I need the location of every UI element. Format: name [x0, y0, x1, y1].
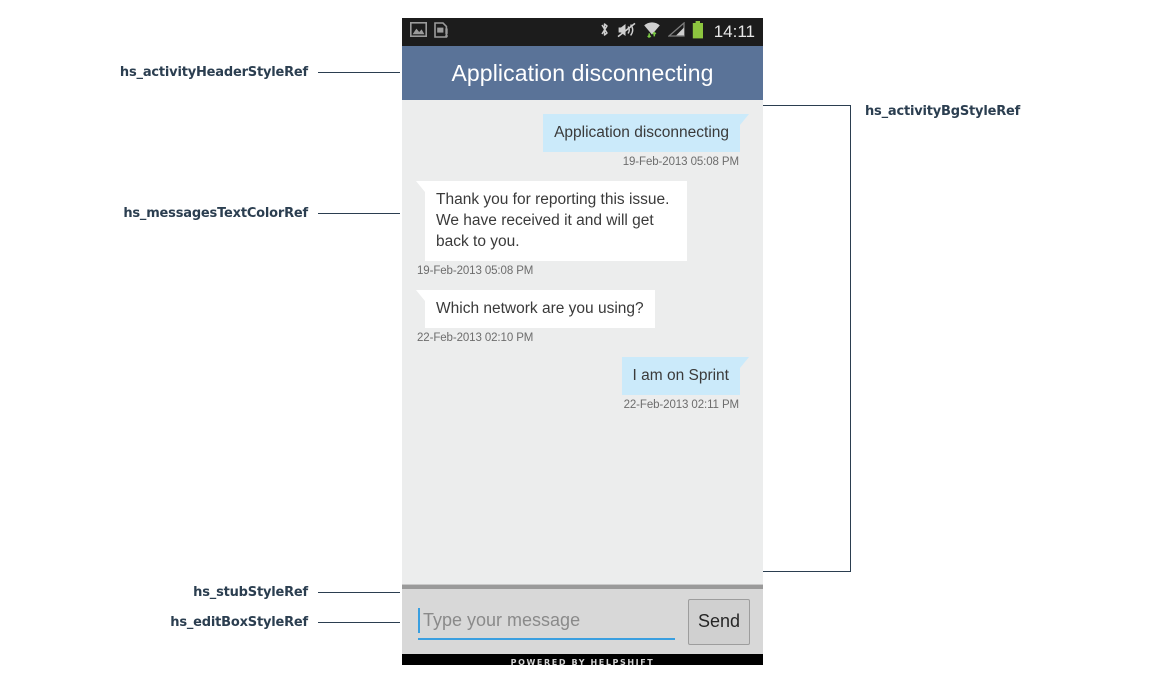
cell-signal-icon — [666, 21, 685, 42]
compose-bar: Type your message Send — [402, 589, 763, 654]
message-row-outgoing: I am on Sprint 22-Feb-2013 02:11 PM — [416, 357, 749, 411]
message-input-placeholder: Type your message — [423, 610, 581, 630]
annotation-label-hs-activity-bg-style-ref: hs_activityBgStyleRef — [865, 104, 1021, 119]
conversation-list[interactable]: Application disconnecting 19-Feb-2013 05… — [402, 100, 763, 584]
status-bar-clock: 14:11 — [713, 22, 755, 41]
message-row-incoming: Thank you for reporting this issue. We h… — [416, 181, 749, 277]
annotation-leader-hs-edit-box-style-ref — [318, 622, 400, 623]
annotation-leader-hs-messages-text-color-ref — [318, 213, 400, 214]
annotation-label-hs-edit-box-style-ref: hs_editBoxStyleRef — [170, 615, 308, 630]
status-bar: 14:11 — [402, 18, 763, 46]
phone-screen: 14:11 Application disconnecting Applicat… — [402, 18, 763, 665]
message-bubble-incoming: Which network are you using? — [416, 290, 655, 328]
annotation-label-hs-stub-style-ref: hs_stubStyleRef — [193, 585, 308, 600]
message-timestamp: 19-Feb-2013 05:08 PM — [622, 156, 739, 168]
battery-full-icon — [692, 20, 704, 44]
text-caret — [418, 607, 420, 633]
annotation-leader-hs-activity-header-style-ref — [318, 72, 400, 73]
page-title: Application disconnecting — [451, 59, 714, 86]
annotation-label-hs-messages-text-color-ref: hs_messagesTextColorRef — [123, 206, 308, 221]
bluetooth-icon — [599, 21, 610, 43]
powered-by-footer: POWERED BY HELPSHIFT — [402, 654, 763, 665]
message-bubble-outgoing: Application disconnecting — [543, 114, 749, 152]
annotation-label-hs-activity-header-style-ref: hs_activityHeaderStyleRef — [119, 65, 308, 80]
annotation-bracket-hs-activity-bg-style-ref — [763, 105, 851, 572]
sim-card-alert-icon — [433, 21, 449, 43]
powered-by-label: POWERED BY HELPSHIFT — [510, 657, 655, 666]
wifi-data-icon — [643, 21, 661, 43]
message-timestamp: 22-Feb-2013 02:11 PM — [623, 399, 740, 411]
annotation-leader-hs-stub-style-ref — [318, 592, 400, 593]
message-bubble-incoming: Thank you for reporting this issue. We h… — [416, 181, 687, 261]
image-icon — [410, 22, 427, 42]
message-row-outgoing: Application disconnecting 19-Feb-2013 05… — [416, 114, 749, 168]
vibrate-off-icon — [617, 22, 636, 43]
send-button[interactable]: Send — [688, 598, 750, 645]
message-timestamp: 19-Feb-2013 05:08 PM — [417, 265, 534, 277]
stub-divider — [402, 584, 763, 589]
activity-header: Application disconnecting — [402, 46, 763, 100]
message-row-incoming: Which network are you using? 22-Feb-2013… — [416, 290, 749, 344]
message-input[interactable]: Type your message — [418, 604, 675, 640]
message-timestamp: 22-Feb-2013 02:10 PM — [417, 332, 534, 344]
message-bubble-outgoing: I am on Sprint — [621, 357, 749, 395]
